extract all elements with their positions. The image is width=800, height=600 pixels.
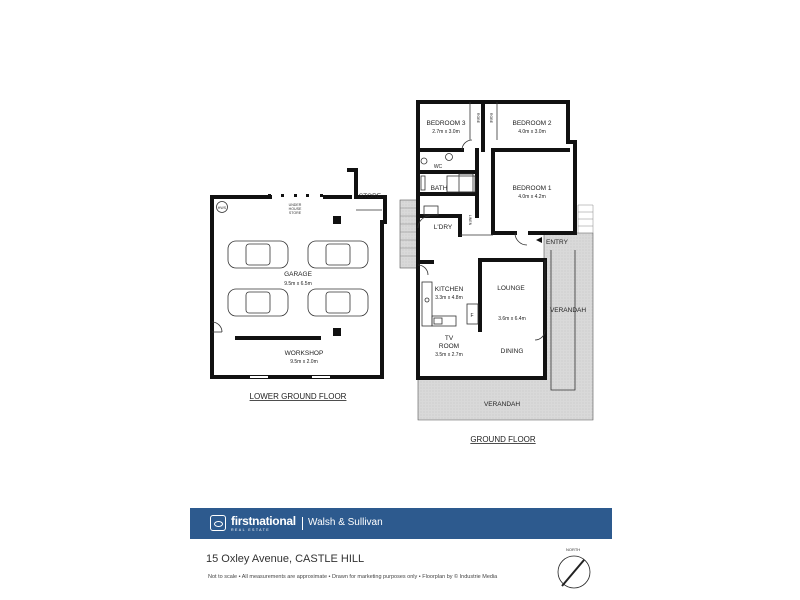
car-icon — [227, 288, 289, 317]
hws-icon — [216, 201, 228, 213]
agent-name: Walsh & Sullivan — [308, 517, 383, 528]
lounge-label: LOUNGE — [497, 285, 525, 292]
toilet-icon — [420, 157, 428, 165]
tv-room-label-2: ROOM — [439, 343, 459, 350]
brand-subtitle: REAL ESTATE — [231, 528, 271, 532]
workshop-column — [333, 328, 341, 336]
disclaimer-text: Not to scale • All measurements are appr… — [208, 574, 498, 580]
linen-label: LINEN — [468, 215, 472, 226]
ground-floor-plan: BEDROOM 3 2.7m x 3.0m ROBE ROBE BEDROOM … — [399, 100, 594, 444]
under-house-store-line2: HOUSE — [289, 207, 302, 211]
robe-label-1: ROBE — [476, 113, 480, 124]
verandah-side-label: VERANDAH — [550, 307, 586, 314]
kitchen-label: KITCHEN — [435, 286, 464, 293]
ground-floor-title: GROUND FLOOR — [470, 435, 536, 444]
brand-logo-icon — [210, 515, 226, 531]
under-house-store-line3: STORE — [289, 211, 302, 215]
bedroom1-dims: 4.0m x 4.2m — [518, 194, 546, 200]
lounge-dims: 3.6m x 6.4m — [498, 316, 526, 322]
entry-label: ENTRY — [546, 239, 569, 246]
robe-label-2: ROBE — [489, 113, 493, 124]
garage-label: GARAGE — [284, 271, 312, 278]
workshop-label: WORKSHOP — [285, 350, 324, 357]
workshop-dims: 9.5m x 2.0m — [290, 359, 318, 365]
verandah-bottom-label: VERANDAH — [484, 401, 520, 408]
brand-divider — [302, 517, 303, 530]
side-stairs — [399, 199, 418, 269]
bedroom3-dims: 2.7m x 3.0m — [432, 129, 460, 135]
north-compass — [557, 555, 591, 589]
bedroom2-dims: 4.0m x 3.0m — [518, 129, 546, 135]
dining-label: DINING — [501, 348, 524, 355]
tv-room-label-1: TV — [445, 335, 454, 342]
garage-column — [333, 216, 341, 224]
car-icon — [307, 288, 369, 317]
bath-label: BATH — [431, 185, 448, 192]
laundry-label: L'DRY — [434, 224, 453, 231]
entry-arrow-icon — [536, 237, 542, 243]
lower-ground-outer-wall — [210, 168, 387, 379]
kitchen-dims: 3.3m x 4.8m — [435, 295, 463, 301]
ground-floor-outer-wall — [416, 100, 577, 235]
brand-name: firstnational — [231, 514, 296, 528]
lower-ground-floor-plan: STORE HWS UNDER HOUSE STORE GARAGE 9.5m … — [210, 168, 387, 401]
garage-dims: 9.5m x 6.5m — [284, 281, 312, 287]
store-label: STORE — [359, 193, 382, 200]
car-icon — [307, 240, 369, 269]
lower-ground-floor-title: LOWER GROUND FLOOR — [250, 392, 347, 401]
under-house-store-line1: UNDER — [289, 203, 302, 207]
brand-banner: firstnational REAL ESTATE Walsh & Sulliv… — [190, 508, 612, 539]
wc-label: WC — [434, 164, 443, 170]
bedroom3-label: BEDROOM 3 — [426, 120, 465, 127]
bath-tub-icon — [446, 175, 476, 193]
bedroom2-label: BEDROOM 2 — [512, 120, 551, 127]
bedroom1-label: BEDROOM 1 — [512, 185, 551, 192]
car-icon — [227, 240, 289, 269]
entry-stairs — [577, 204, 594, 233]
tv-room-dims: 3.5m x 2.7m — [435, 352, 463, 358]
fridge-label: F — [470, 313, 473, 319]
property-address: 15 Oxley Avenue, CASTLE HILL — [206, 553, 365, 565]
compass-label: NORTH — [566, 547, 581, 552]
hws-label: HWS — [218, 206, 227, 210]
